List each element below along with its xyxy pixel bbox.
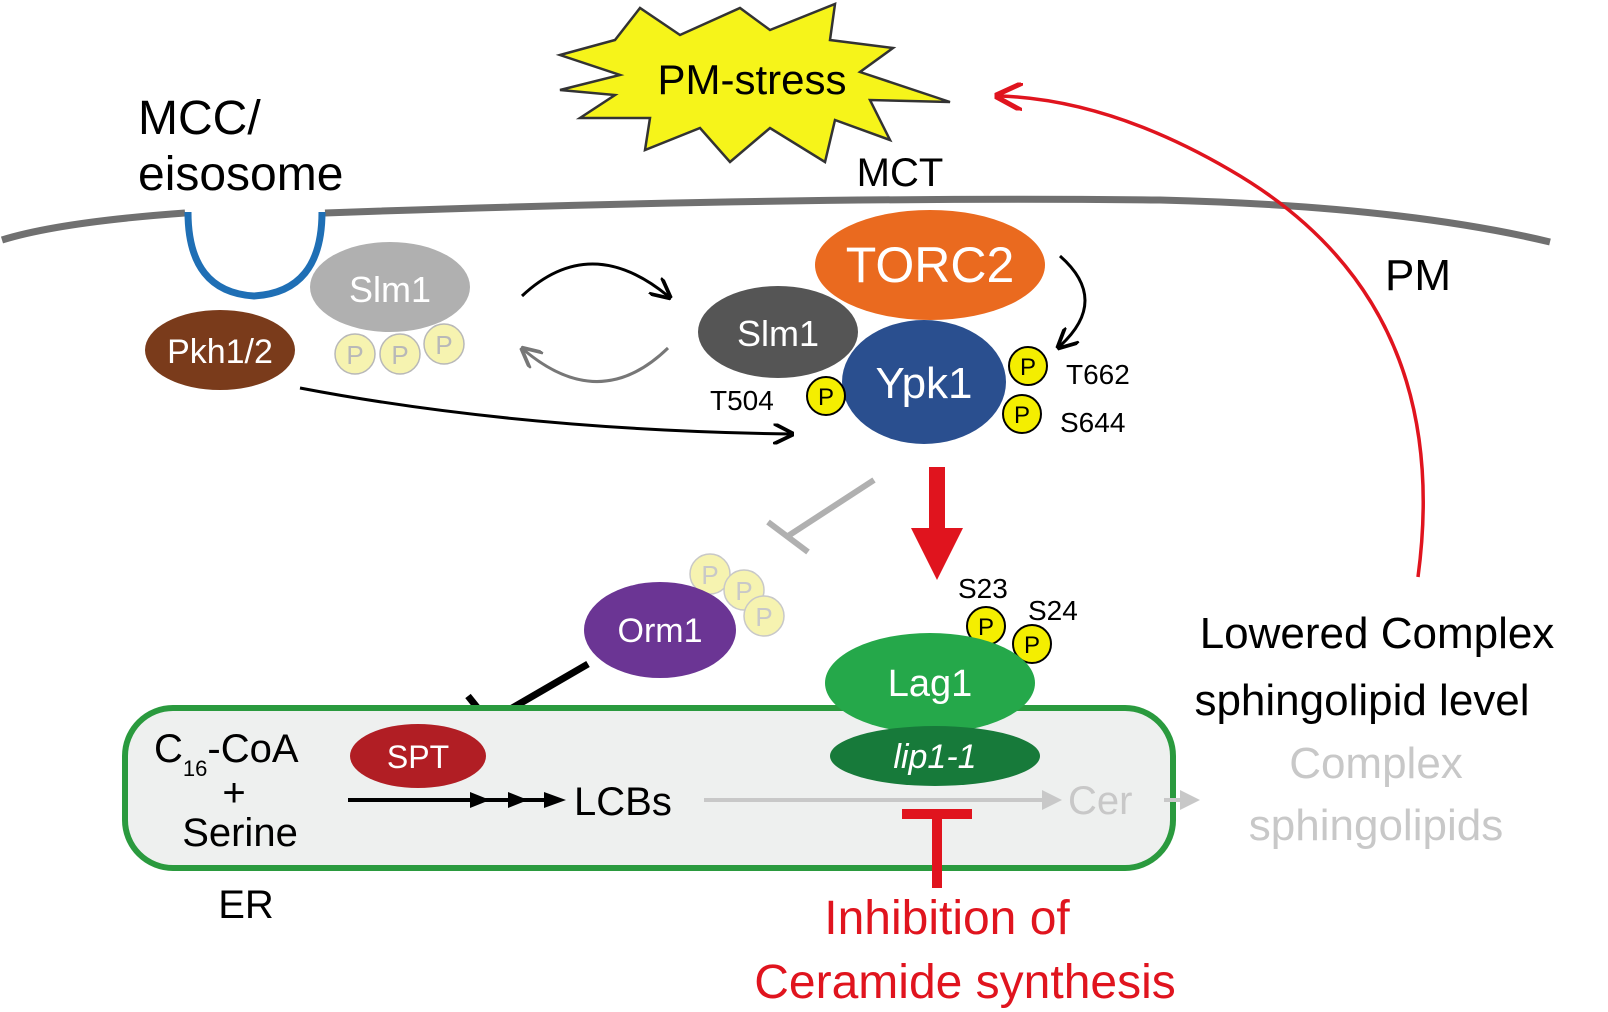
pkh-to-ypk1-arrow <box>299 386 790 434</box>
spt-multistep-arrow <box>348 792 566 808</box>
orm1-label: Orm1 <box>618 612 703 650</box>
t662-label: T662 <box>1066 359 1130 390</box>
cer-label: Cer <box>1068 779 1132 823</box>
s644-label: S644 <box>1060 407 1125 438</box>
ceramide-inhibition-bar <box>902 809 972 888</box>
s24-label: S24 <box>1028 595 1078 626</box>
pm-stress-label: PM-stress <box>658 56 847 103</box>
spt-ellipse <box>350 724 486 788</box>
lag1-label: Lag1 <box>888 663 973 705</box>
torc2-label: TORC2 <box>846 237 1015 293</box>
inhibition-label-line1: Inhibition of <box>824 892 1070 945</box>
phospho-s24: P <box>1012 624 1052 664</box>
er-label: ER <box>218 883 274 927</box>
pkh-ellipse <box>145 310 295 390</box>
mcc-label-line2: eisosome <box>138 148 343 201</box>
svg-text:P: P <box>435 330 452 360</box>
svg-text:P: P <box>391 340 408 370</box>
svg-text:P: P <box>1014 402 1030 429</box>
phospho-s644: P <box>1002 394 1042 434</box>
serine-label: Serine <box>182 811 298 855</box>
mcc-label-line1: MCC/ <box>138 92 261 145</box>
lowered-label-line1: Lowered Complex <box>1200 609 1555 658</box>
lip1-ellipse <box>830 726 1040 786</box>
slm1-faded-ellipse <box>310 242 470 332</box>
lag1-ellipse <box>825 633 1035 733</box>
complex-label-line1: Complex <box>1289 739 1463 788</box>
pkh-label: Pkh1/2 <box>167 333 273 371</box>
relocalization-arrow-forward <box>520 262 668 296</box>
pm-stress-burst <box>555 2 951 164</box>
feedback-red-arrow <box>1000 96 1425 578</box>
plus-sign: + <box>222 771 245 815</box>
svg-text:P: P <box>735 576 752 606</box>
mct-label: MCT <box>857 151 944 195</box>
phospho-t662: P <box>1008 346 1048 386</box>
lip1-label: lip1-1 <box>893 738 976 776</box>
svg-text:P: P <box>1020 354 1036 381</box>
ypk1-orm1-faded-inhibition <box>766 477 876 555</box>
lowered-label-line2: sphingolipid level <box>1194 676 1529 725</box>
spt-label: SPT <box>387 739 449 775</box>
phospho-t504: P <box>806 376 846 416</box>
t504-label: T504 <box>710 385 774 416</box>
c16-coa-label: C16-CoA <box>154 727 299 781</box>
phospho-s23: P <box>966 606 1006 646</box>
svg-text:P: P <box>755 602 772 632</box>
svg-text:P: P <box>346 340 363 370</box>
inhibition-label-line2: Ceramide synthesis <box>754 956 1176 1009</box>
slm1-phospho-group: P P P <box>334 323 465 375</box>
plasma-membrane <box>0 195 1551 246</box>
svg-text:P: P <box>978 614 994 641</box>
pm-label: PM <box>1385 251 1451 300</box>
ypk1-label: Ypk1 <box>875 359 972 408</box>
slm1-faded-label: Slm1 <box>349 269 431 310</box>
s23-label: S23 <box>958 573 1008 604</box>
relocalization-arrow-back <box>524 348 670 383</box>
orm1-ellipse <box>584 582 736 678</box>
complex-label-line2: sphingolipids <box>1249 801 1503 850</box>
torc2-to-ypk1-arrow <box>1060 254 1087 346</box>
eisosome-invagination <box>184 211 326 300</box>
svg-text:P: P <box>1024 632 1040 659</box>
lcbs-label: LCBs <box>574 780 672 824</box>
torc2-ellipse <box>815 210 1045 320</box>
svg-text:P: P <box>701 560 718 590</box>
ypk1-to-lag1-red-arrow <box>911 467 963 580</box>
orm1-phospho-group: P P P <box>689 553 785 637</box>
slm1-dark-ellipse <box>698 286 858 378</box>
ypk1-ellipse <box>842 320 1006 444</box>
slm1-dark-label: Slm1 <box>737 313 819 354</box>
svg-text:P: P <box>818 384 834 411</box>
